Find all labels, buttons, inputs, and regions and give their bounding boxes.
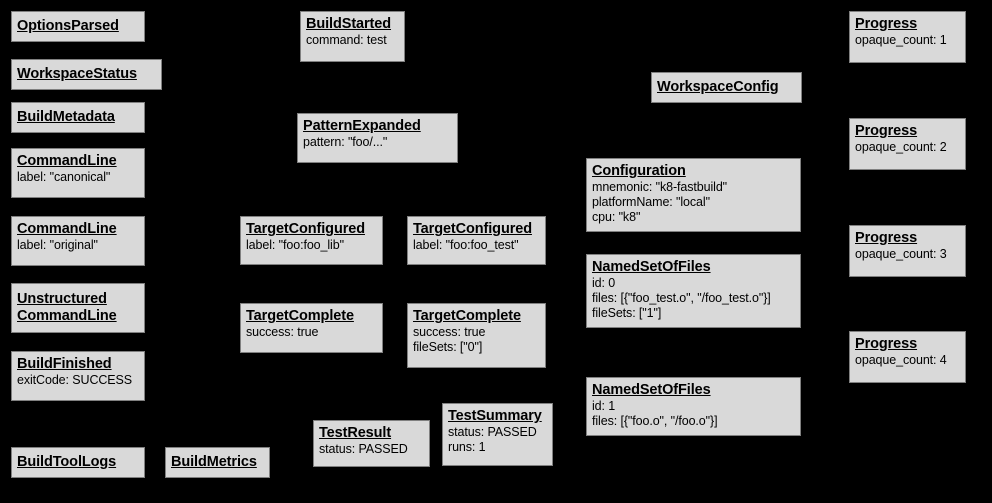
event-node-title-row: TargetConfigured	[413, 220, 540, 238]
event-node-title-row: TargetComplete	[413, 307, 540, 325]
event-node-title-row: CommandLine	[17, 152, 139, 170]
event-node-title-row: TestResult	[319, 424, 424, 442]
event-node-options-parsed[interactable]: OptionsParsed	[11, 11, 145, 42]
event-node-title: CommandLine	[17, 153, 117, 169]
event-node-title: TargetConfigured	[413, 221, 532, 237]
event-node-title: WorkspaceConfig	[657, 79, 779, 95]
event-node-title-row: BuildFinished	[17, 355, 139, 373]
event-node-title-row: WorkspaceConfig	[657, 78, 779, 96]
event-node-fields: status: PASSED	[319, 442, 408, 456]
event-node-unstructured-command-line[interactable]: Unstructured CommandLine	[11, 283, 145, 333]
event-node-title-row: Progress	[855, 122, 960, 140]
event-node-fields: label: "canonical"	[17, 170, 111, 184]
event-node-title-row: NamedSetOfFiles	[592, 381, 795, 399]
event-node-fields: exitCode: SUCCESS	[17, 373, 133, 387]
event-node-fields: command: test	[306, 33, 387, 47]
event-node-title: Unstructured CommandLine	[17, 290, 117, 324]
event-node-fields: opaque_count: 1	[855, 33, 947, 47]
event-node-title: BuildToolLogs	[17, 454, 117, 470]
event-node-title-row: Progress	[855, 229, 960, 247]
event-node-title-row: NamedSetOfFiles	[592, 258, 795, 276]
event-node-workspace-status[interactable]: WorkspaceStatus	[11, 59, 162, 90]
event-node-fields: label: "original"	[17, 238, 98, 252]
event-node-build-tool-logs[interactable]: BuildToolLogs	[11, 447, 145, 478]
event-node-title: TargetComplete	[246, 308, 354, 324]
event-node-build-metrics[interactable]: BuildMetrics	[165, 447, 270, 478]
event-node-build-metadata[interactable]: BuildMetadata	[11, 102, 145, 133]
event-node-title-row: Progress	[855, 335, 960, 353]
event-node-title: NamedSetOfFiles	[592, 382, 711, 398]
event-node-title: Configuration	[592, 163, 686, 179]
event-node-title-row: CommandLine	[17, 220, 139, 238]
event-node-fields: label: "foo:foo_test"	[413, 238, 519, 252]
event-node-fields: success: true fileSets: ["0"]	[413, 325, 486, 354]
event-node-fields: id: 1 files: [{"foo.o", "/foo.o"}]	[592, 399, 718, 428]
event-node-title-row: Progress	[855, 15, 960, 33]
event-node-fields: mnemonic: "k8-fastbuild" platformName: "…	[592, 180, 728, 224]
event-node-title: CommandLine	[17, 221, 117, 237]
event-node-title: Progress	[855, 123, 918, 139]
event-node-title-row: TargetComplete	[246, 307, 377, 325]
event-node-title: Progress	[855, 16, 918, 32]
event-node-title-row: Configuration	[592, 162, 795, 180]
event-node-title: TestResult	[319, 425, 392, 441]
event-node-title-row: BuildStarted	[306, 15, 399, 33]
event-node-title: NamedSetOfFiles	[592, 259, 711, 275]
event-node-title: BuildMetrics	[171, 454, 257, 470]
event-node-title-row: BuildMetrics	[171, 453, 257, 471]
event-node-fields: opaque_count: 2	[855, 140, 947, 154]
event-node-fields: opaque_count: 3	[855, 247, 947, 261]
event-node-title-row: TargetConfigured	[246, 220, 377, 238]
event-node-title: BuildFinished	[17, 356, 112, 372]
event-node-title-row: BuildMetadata	[17, 108, 115, 126]
event-node-title: Progress	[855, 336, 918, 352]
event-node-title-row: BuildToolLogs	[17, 453, 116, 471]
event-node-title: TargetConfigured	[246, 221, 365, 237]
event-node-fields: status: PASSED runs: 1	[448, 425, 537, 454]
event-node-title: BuildStarted	[306, 16, 392, 32]
event-node-workspace-config[interactable]: WorkspaceConfig	[651, 72, 802, 103]
event-node-title: TargetComplete	[413, 308, 521, 324]
event-node-title: OptionsParsed	[17, 18, 119, 34]
event-node-fields: id: 0 files: [{"foo_test.o", "/foo_test.…	[592, 276, 771, 320]
event-node-title-row: Unstructured CommandLine	[17, 291, 117, 325]
event-node-title: BuildMetadata	[17, 109, 115, 125]
event-node-fields: label: "foo:foo_lib"	[246, 238, 344, 252]
event-node-title: Progress	[855, 230, 918, 246]
event-node-title: WorkspaceStatus	[17, 66, 137, 82]
event-node-fields: opaque_count: 4	[855, 353, 947, 367]
event-node-title-row: OptionsParsed	[17, 17, 119, 35]
event-node-title-row: PatternExpanded	[303, 117, 452, 135]
event-node-title-row: WorkspaceStatus	[17, 65, 137, 83]
event-node-fields: pattern: "foo/..."	[303, 135, 388, 149]
event-node-title: TestSummary	[448, 408, 542, 424]
event-node-fields: success: true	[246, 325, 319, 339]
event-node-title: PatternExpanded	[303, 118, 421, 134]
event-node-title-row: TestSummary	[448, 407, 547, 425]
